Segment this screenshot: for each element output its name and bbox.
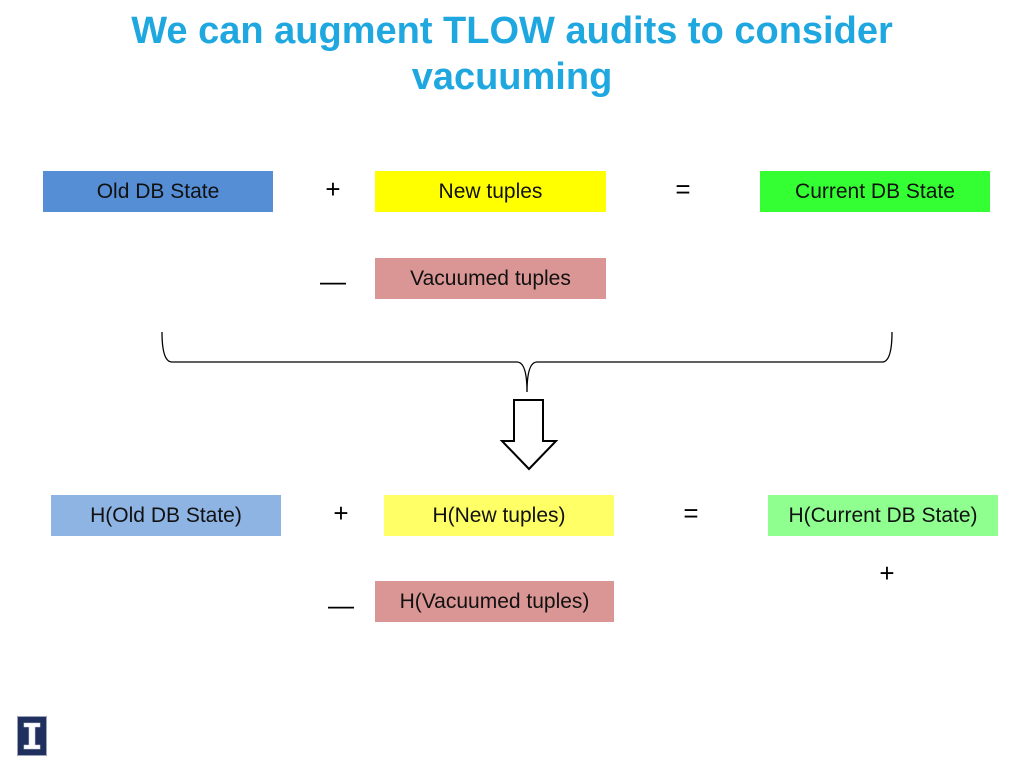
hash-new-tuples-box: H(New tuples) [384,495,614,536]
current-db-state-box: Current DB State [760,171,990,212]
slide-title: We can augment TLOW audits to consider v… [131,10,893,98]
block-i-logo-icon [23,722,41,750]
plus-operator-right: + [879,558,895,588]
university-logo [17,716,47,756]
down-arrow-icon [499,399,559,471]
plus-operator: + [325,174,341,204]
new-tuples-box: New tuples [375,171,606,212]
old-db-state-box: Old DB State [43,171,273,212]
hash-old-db-state-box: H(Old DB State) [51,495,281,536]
equals-operator-hash: = [683,498,699,528]
minus-operator-hash: — [328,590,354,620]
minus-operator: — [320,266,346,296]
plus-operator-hash: + [333,498,349,528]
curly-brace-icon [161,331,893,393]
vacuumed-tuples-box: Vacuumed tuples [375,258,606,299]
hash-current-db-state-box: H(Current DB State) [768,495,998,536]
hash-vacuumed-tuples-box: H(Vacuumed tuples) [375,581,614,622]
equals-operator: = [675,174,691,204]
